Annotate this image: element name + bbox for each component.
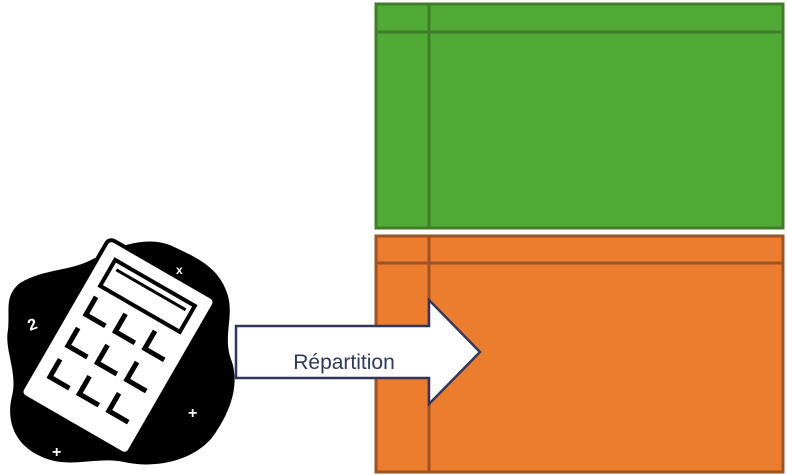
calculator-icon: 2 x + + — [7, 238, 235, 465]
symbol-times: x — [176, 263, 183, 277]
symbol-plus-bottom: + — [52, 444, 61, 461]
symbol-plus-right: + — [188, 405, 197, 422]
arrow-label: Répartition — [293, 351, 395, 374]
repartition-arrow: Répartition — [234, 296, 482, 408]
green-table-block — [374, 2, 785, 230]
